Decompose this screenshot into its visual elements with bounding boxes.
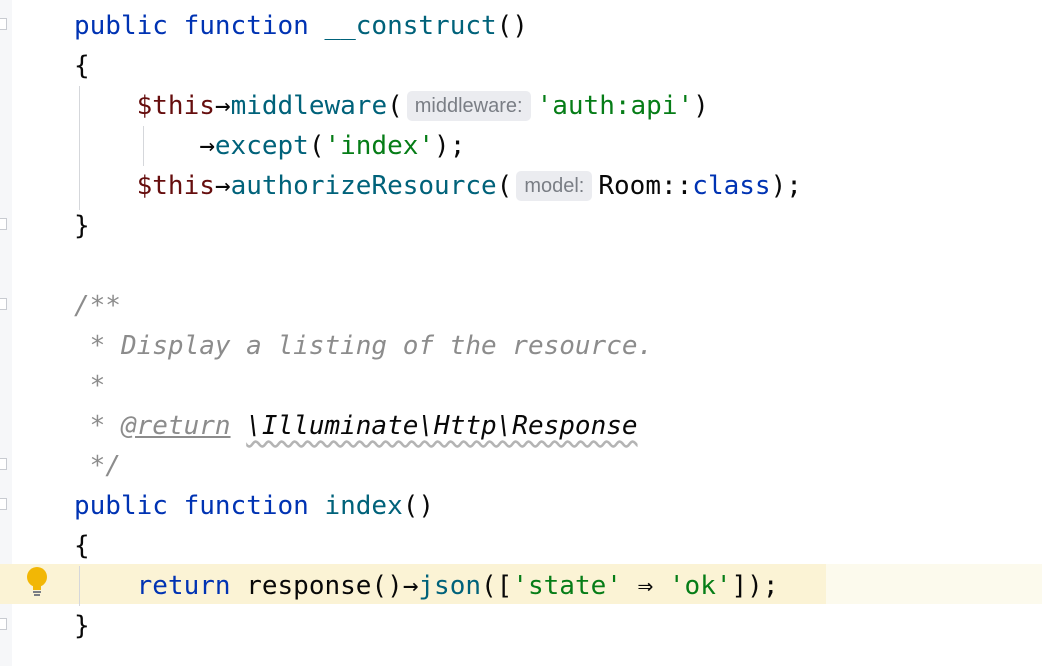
code-token: Room <box>598 171 661 201</box>
editor-gutter[interactable] <box>0 0 12 666</box>
code-token <box>309 491 325 521</box>
code-line[interactable]: * <box>74 366 1042 406</box>
code-token: __construct <box>324 11 497 41</box>
indent-guide <box>79 566 80 606</box>
code-token: authorizeResource <box>230 171 497 201</box>
code-line[interactable]: public function index() <box>74 486 1042 526</box>
parameter-hint: middleware: <box>406 91 531 121</box>
code-token: $this <box>136 171 215 201</box>
code-token: 'ok' <box>668 571 732 601</box>
parameter-hint: model: <box>516 171 593 201</box>
fold-marker-icon[interactable] <box>0 618 7 630</box>
code-token: → <box>199 131 215 161</box>
code-token: ([ <box>481 571 513 601</box>
code-token: */ <box>74 451 121 481</box>
code-token <box>231 571 247 601</box>
code-line[interactable]: public function __construct() <box>74 6 1042 46</box>
code-token: @return <box>120 411 231 441</box>
code-token <box>168 491 184 521</box>
code-token: ( <box>387 91 403 121</box>
code-line[interactable]: } <box>74 206 1042 246</box>
code-token: * Display a listing of the resource. <box>74 331 654 361</box>
code-token <box>168 11 184 41</box>
code-line[interactable]: /** <box>74 286 1042 326</box>
fold-marker-icon[interactable] <box>0 458 7 470</box>
code-token <box>231 411 247 441</box>
code-token <box>74 171 137 201</box>
code-token: return <box>136 571 231 601</box>
code-token: class <box>692 171 771 201</box>
code-token: $this <box>136 91 215 121</box>
code-line[interactable]: →except('index'); <box>74 126 1042 166</box>
code-line[interactable]: $this→middleware(middleware:'auth:api') <box>74 86 1042 126</box>
code-token: () <box>496 11 528 41</box>
code-line[interactable] <box>74 246 1042 286</box>
fold-marker-icon[interactable] <box>0 298 7 310</box>
code-token: ); <box>434 131 466 161</box>
lightbulb-icon[interactable] <box>24 566 50 598</box>
code-token: ( <box>496 171 513 201</box>
code-token: ); <box>770 171 802 201</box>
code-token: ) <box>693 91 709 121</box>
indent-guide <box>79 86 80 210</box>
code-token: function <box>183 491 309 521</box>
code-token: { <box>74 51 90 81</box>
code-token: → <box>402 571 419 601</box>
code-token: ⇒ <box>621 571 669 601</box>
code-token: middleware <box>230 91 388 121</box>
code-line[interactable]: { <box>74 46 1042 86</box>
caret-line-highlight <box>0 564 826 604</box>
code-token: :: <box>660 171 693 201</box>
code-token: json <box>418 571 482 601</box>
code-token: function <box>183 11 309 41</box>
code-line[interactable]: } <box>74 606 1042 646</box>
indent-guide <box>143 126 144 166</box>
code-token: → <box>214 171 231 201</box>
code-line[interactable]: return response()→json(['state' ⇒ 'ok'])… <box>74 566 1042 606</box>
code-line[interactable]: * Display a listing of the resource. <box>74 326 1042 366</box>
code-token: ]); <box>731 571 779 601</box>
code-token: public <box>74 491 168 521</box>
fold-marker-icon[interactable] <box>0 498 7 510</box>
code-line[interactable]: { <box>74 526 1042 566</box>
fold-marker-icon[interactable] <box>0 218 7 230</box>
code-token: public <box>74 11 168 41</box>
code-token: () <box>371 571 403 601</box>
code-token: ( <box>308 131 325 161</box>
code-token <box>74 91 137 121</box>
code-token: /** <box>74 291 121 321</box>
code-token: } <box>74 611 90 641</box>
code-token: except <box>214 131 309 161</box>
code-token: * <box>74 411 121 441</box>
code-line[interactable]: $this→authorizeResource(model:Room::clas… <box>74 166 1042 206</box>
code-token: 'state' <box>512 571 622 601</box>
code-token <box>74 571 137 601</box>
code-editor[interactable]: public function __construct(){ $this→mid… <box>74 6 1042 646</box>
code-token: () <box>402 491 435 521</box>
code-token: index <box>324 491 403 521</box>
code-token <box>74 131 199 161</box>
code-line[interactable]: */ <box>74 446 1042 486</box>
caret-line-highlight-rest <box>826 564 1042 604</box>
code-token: } <box>74 211 90 241</box>
code-token: \Illuminate\Http\Response <box>246 411 638 441</box>
code-token: → <box>214 91 231 121</box>
code-token <box>309 11 325 41</box>
code-token: 'index' <box>324 131 435 161</box>
fold-marker-icon[interactable] <box>0 18 7 30</box>
code-token: response <box>246 571 372 601</box>
code-token: 'auth:api' <box>536 91 694 121</box>
code-token: { <box>74 531 90 561</box>
code-line[interactable]: * @return \Illuminate\Http\Response <box>74 406 1042 446</box>
code-token: * <box>74 371 106 401</box>
